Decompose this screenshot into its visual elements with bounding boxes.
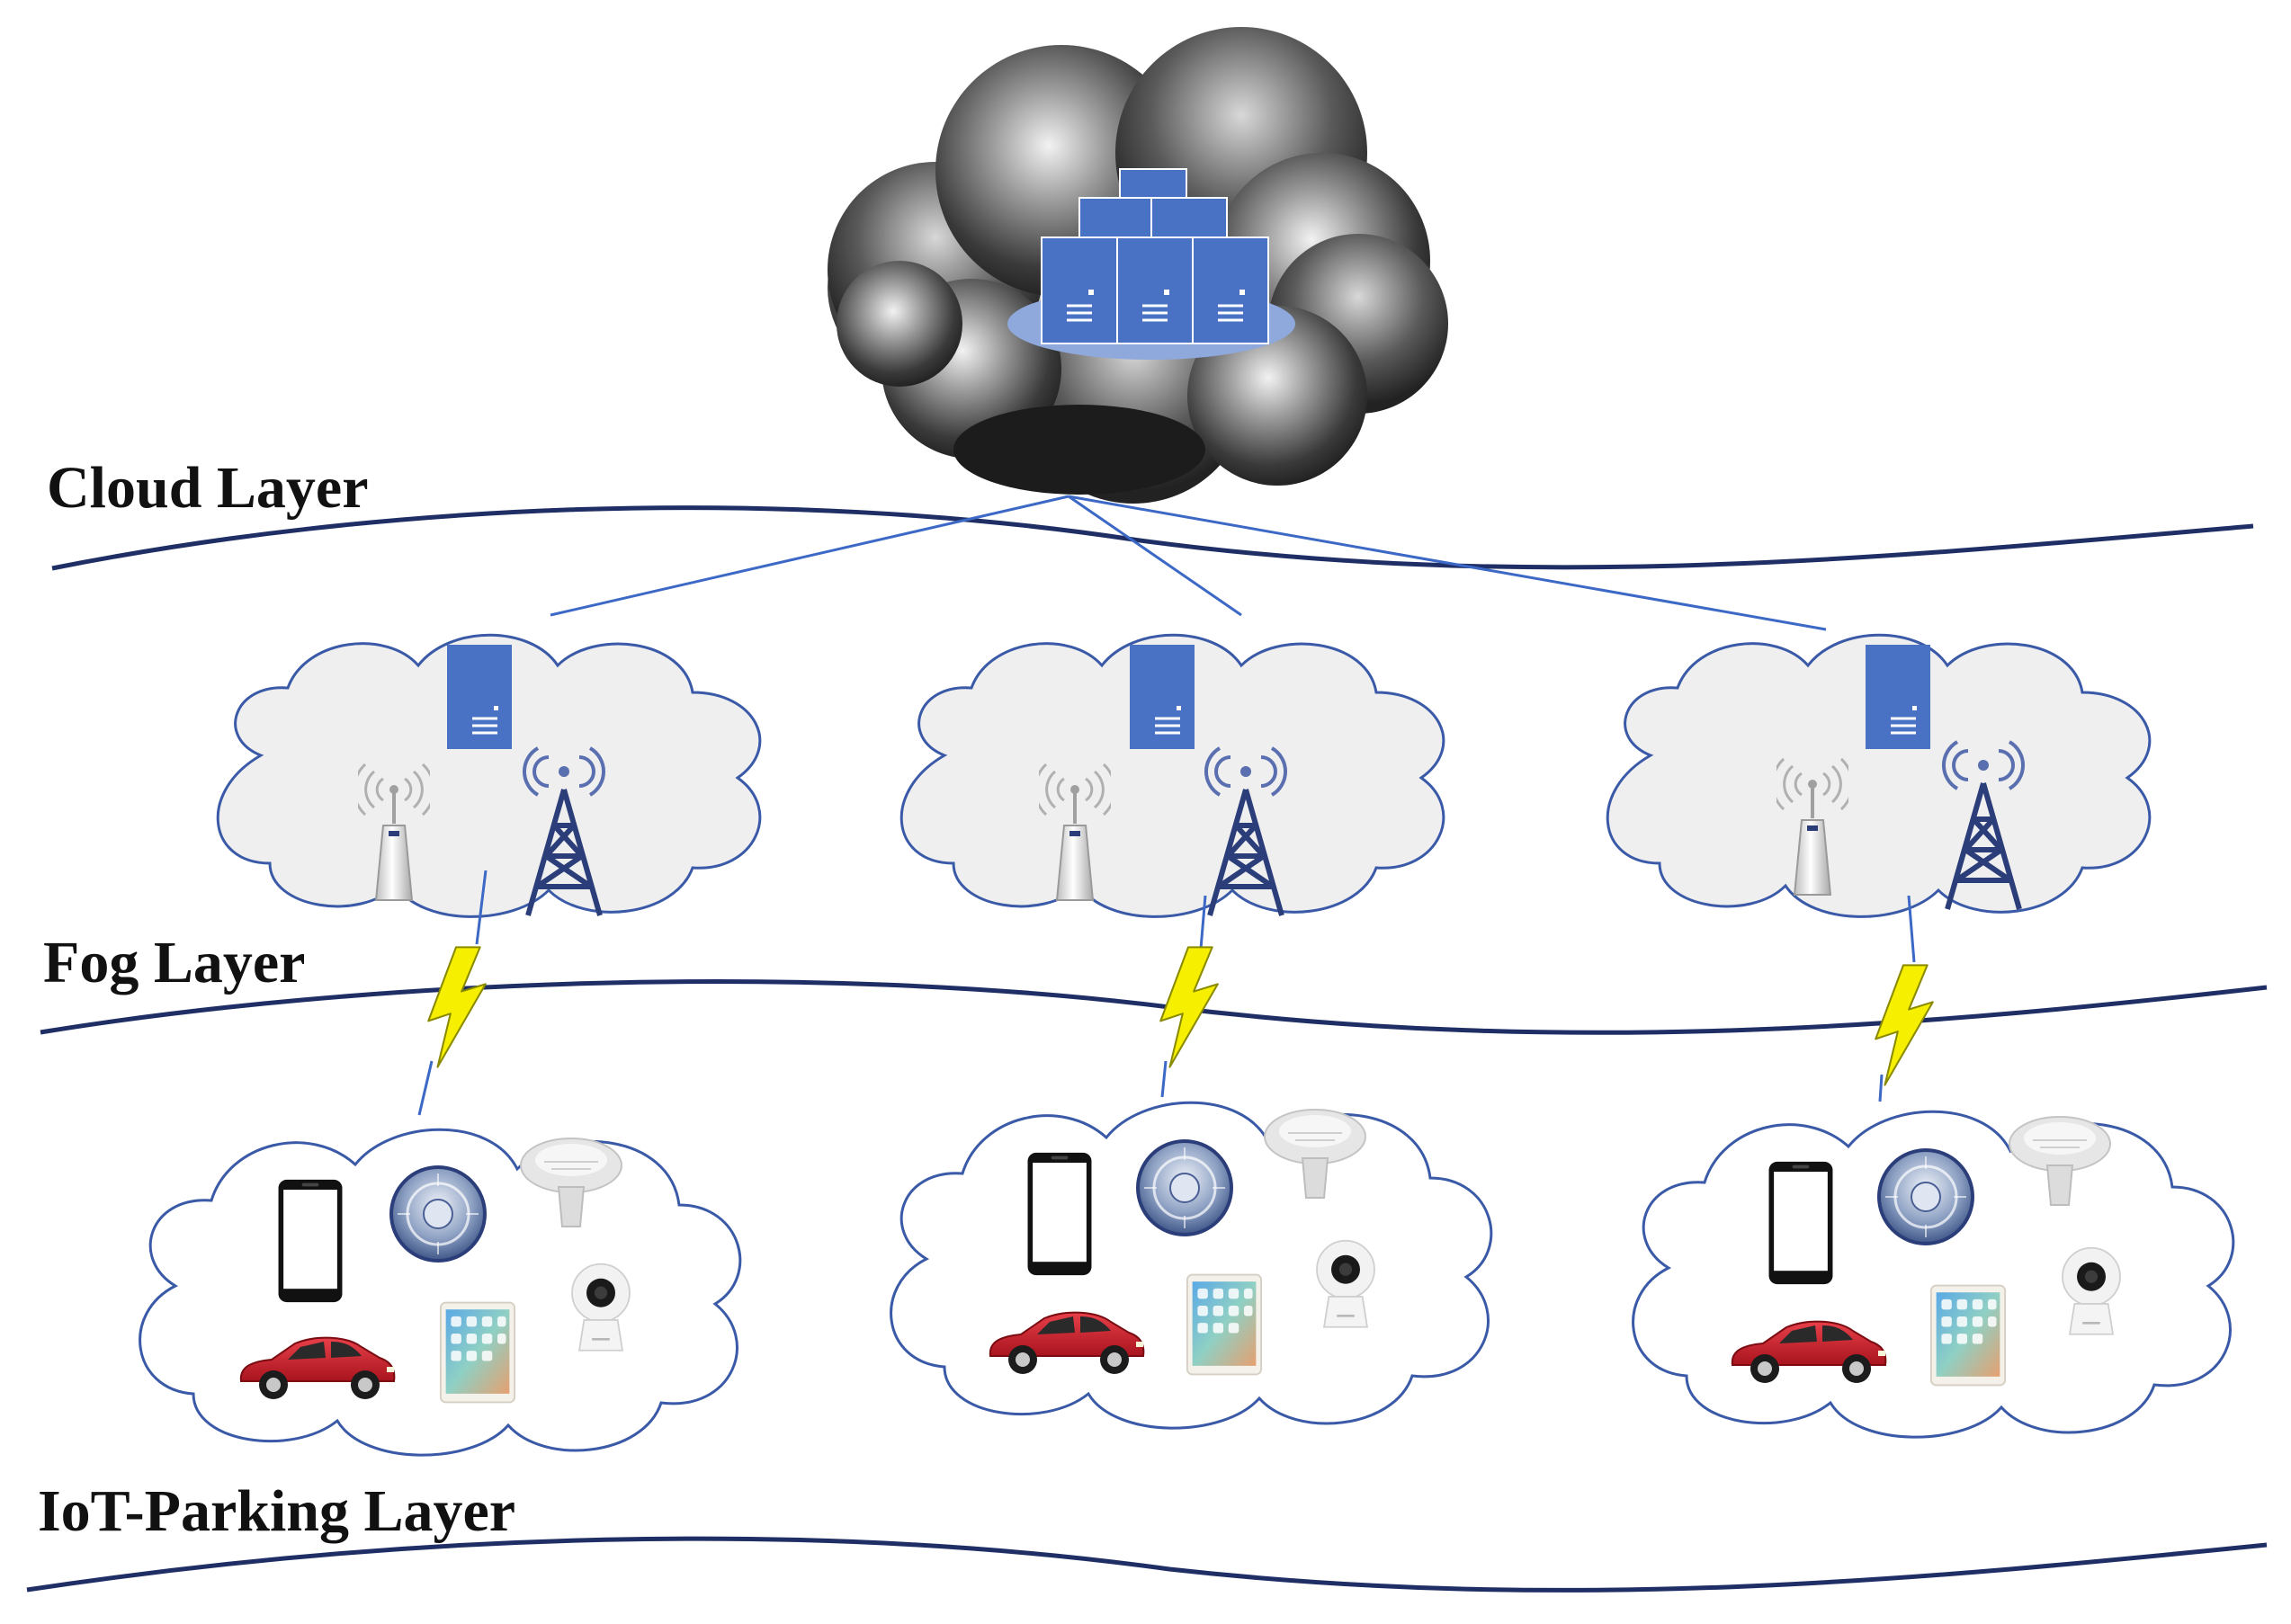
wireless-link-2	[1159, 895, 1220, 1098]
lightning-icon	[1875, 964, 1935, 1086]
wireless-link-1	[417, 870, 488, 1116]
cloud-server-cluster	[1007, 168, 1295, 360]
security-camera-icon	[2061, 1246, 2122, 1336]
tablet-icon	[439, 1301, 516, 1404]
parking-sensor-icon	[1877, 1148, 1974, 1245]
security-camera-icon	[1315, 1239, 1376, 1329]
cloud-layer-separator	[51, 505, 2254, 571]
server-icon	[447, 645, 512, 749]
smartphone-icon	[1027, 1152, 1092, 1276]
fog-layer-label: Fog Layer	[43, 930, 306, 995]
parking-sensor-icon	[389, 1165, 487, 1263]
lightning-icon	[1159, 946, 1220, 1068]
smartphone-icon	[278, 1179, 343, 1303]
wireless-link-3	[1875, 895, 1935, 1102]
smartphone-icon	[1768, 1161, 1833, 1285]
lightning-icon	[427, 946, 488, 1068]
iot-parking-layer-label: IoT-Parking Layer	[38, 1478, 516, 1544]
fog-layer-separator	[40, 979, 2268, 1035]
parking-sensor-icon	[1136, 1139, 1233, 1236]
cloud-layer-label: Cloud Layer	[47, 455, 369, 521]
security-camera-icon	[570, 1263, 631, 1352]
tablet-icon	[1929, 1284, 2007, 1387]
server-icon	[1130, 645, 1195, 749]
tablet-icon	[1186, 1273, 1263, 1376]
server-icon	[1866, 645, 1930, 749]
cloud-to-fog-links	[550, 495, 1827, 631]
server-icon	[1041, 168, 1269, 344]
iot-layer-separator	[26, 1536, 2268, 1593]
